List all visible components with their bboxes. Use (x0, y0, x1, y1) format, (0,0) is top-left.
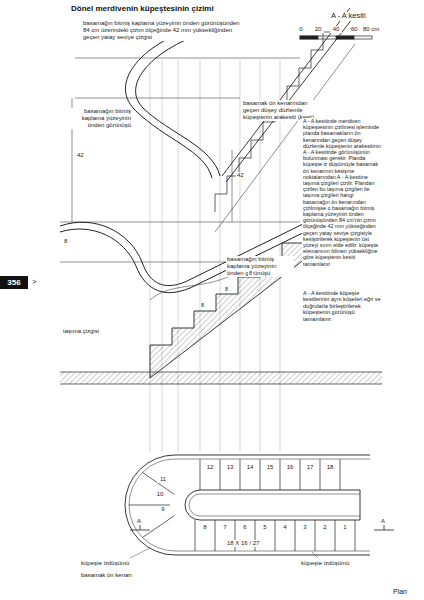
step-number: 1 (339, 524, 351, 531)
step-number: 6 (239, 524, 251, 531)
step-number: 8 (199, 524, 211, 531)
note: küpeşte izdüşümü (300, 560, 350, 567)
note: basamağın bitmiş kaplama yüzeyinin önden… (82, 20, 242, 41)
note: taşıma çizgisi (62, 328, 100, 335)
dimension: 42 (236, 172, 245, 179)
step-number: 5 (259, 524, 271, 531)
step-number: 12 (204, 464, 216, 471)
step-number: 2 (319, 524, 331, 531)
sheet-title: Dönel merdivenin küpeştesinin çizimi (70, 4, 215, 13)
step-number: 9 (157, 506, 169, 513)
step-number: 4 (279, 524, 291, 531)
section-title: A - A kesiti (330, 12, 367, 21)
scale-number: 0 (295, 26, 307, 33)
note: basamağın bitmiş kaplama yüzeyinin önden… (226, 256, 294, 277)
step-formula: 18 X 16 / 27 (226, 540, 260, 547)
note: küpeşte izdüşümü (80, 560, 130, 567)
step-number: 3 (299, 524, 311, 531)
step-number: 16 (284, 464, 296, 471)
step-number: 18 (324, 464, 336, 471)
note: basamak ön kenarı (80, 572, 133, 579)
step-number: 11 (157, 476, 169, 483)
section-mark: A (136, 518, 142, 525)
page-number: 356 (7, 279, 20, 287)
dimension: 8 (224, 286, 229, 292)
page-number-box: 356 (0, 276, 28, 289)
step-number: 13 (224, 464, 236, 471)
dimension: 8 (248, 270, 253, 276)
page-arrow: > (31, 277, 38, 286)
step-number: 17 (304, 464, 316, 471)
step-number: 7 (219, 524, 231, 531)
step-number: 10 (154, 491, 166, 498)
section-mark: A (380, 518, 386, 525)
scale-number: 60 (348, 26, 360, 33)
scale-number: 20 (312, 26, 324, 33)
dimension: 8 (63, 238, 68, 245)
view-title: Plan (392, 588, 408, 596)
note: A - A kesitinde küpeşte kesitlerinin ayn… (302, 290, 382, 322)
scale-number: 80 cm (362, 26, 380, 33)
scale-number: 40 (330, 26, 342, 33)
dimension: 8 (200, 302, 205, 308)
step-number: 14 (244, 464, 256, 471)
dimension: 42 (76, 152, 85, 159)
step-number: 15 (264, 464, 276, 471)
note: basamağın bitmiş kaplama yüzeyinin önden… (70, 108, 132, 129)
note: A - A kesitinde merdiven küpeştesinin çi… (302, 118, 382, 267)
